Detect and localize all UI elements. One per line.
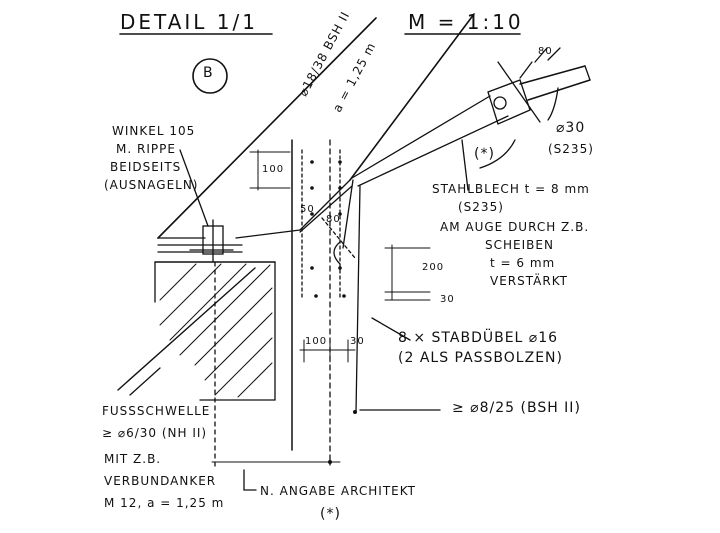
tension-rod [487, 47, 591, 125]
scale-label: M = 1:10 [408, 10, 524, 34]
rod-material: (S235) [548, 142, 594, 156]
section-letter: B [203, 65, 214, 81]
dowel-points [310, 160, 357, 464]
post-column [291, 139, 341, 466]
winkel-line-4: (AUSNAGELN) [104, 178, 199, 192]
dim-30-bottom: 30 [350, 336, 365, 347]
dim-30-right: 30 [440, 294, 455, 305]
dim-100-bottom: 100 [305, 336, 328, 347]
winkel-line-2: M. RIPPE [116, 142, 176, 156]
rafter-beam [157, 13, 475, 239]
dowel-line-1: 8 × STABDÜBEL ⌀16 [398, 330, 559, 346]
plate-leader [461, 139, 469, 191]
wall-slope [117, 267, 256, 391]
plate-line-3: AM AUGE DURCH Z.B. [440, 220, 590, 234]
dim-80-top: 80 [538, 46, 553, 57]
sill-line-4: VERBUNDANKER [104, 474, 217, 488]
sill-line-5: M 12, a = 1,25 m [104, 496, 225, 510]
winkel-leader [179, 149, 209, 227]
dowel-line-2: (2 ALS PASSBOLZEN) [398, 350, 563, 366]
winkel-line-3: BEIDSEITS [110, 160, 182, 174]
sill-line-1: FUSSSCHWELLE [102, 404, 211, 418]
angle-bracket [189, 219, 234, 263]
winkel-line-1: WINKEL 105 [112, 124, 196, 138]
plate-line-6: VERSTÄRKT [490, 274, 568, 288]
plate-line-1: STAHLBLECH t = 8 mm [432, 182, 590, 196]
sill-line-2: ≥ ⌀6/30 (NH II) [102, 426, 208, 440]
plate-line-5: t = 6 mm [490, 256, 556, 270]
dowel-leader [371, 317, 411, 341]
plate-line-2: (S235) [458, 200, 504, 214]
steel-plate [299, 95, 509, 413]
plate-line-4: SCHEIBEN [485, 238, 554, 252]
diagonal-center [321, 217, 356, 259]
rod-diameter: ⌀30 [556, 120, 586, 136]
dimension-lines [249, 149, 431, 363]
section-circle [192, 58, 228, 94]
star-leader [479, 139, 516, 169]
sill-line-3: MIT Z.B. [104, 452, 162, 466]
dim-50: 50 [300, 204, 315, 215]
sill-hatching [159, 263, 273, 398]
star-bottom: (*) [320, 506, 341, 522]
post-label: ≥ ⌀8/25 (BSH II) [452, 400, 581, 416]
star-mark: (*) [474, 146, 495, 162]
dim-200: 200 [422, 262, 445, 273]
arc-detail [333, 241, 341, 265]
dim-80-mid: 80 [326, 214, 341, 225]
wall-slope-short [129, 367, 161, 396]
dim-100-top: 100 [262, 164, 285, 175]
rod-leader [547, 87, 559, 121]
detail-title: DETAIL 1/1 [120, 10, 258, 34]
architect-note: N. ANGABE ARCHITEKT [260, 484, 416, 498]
